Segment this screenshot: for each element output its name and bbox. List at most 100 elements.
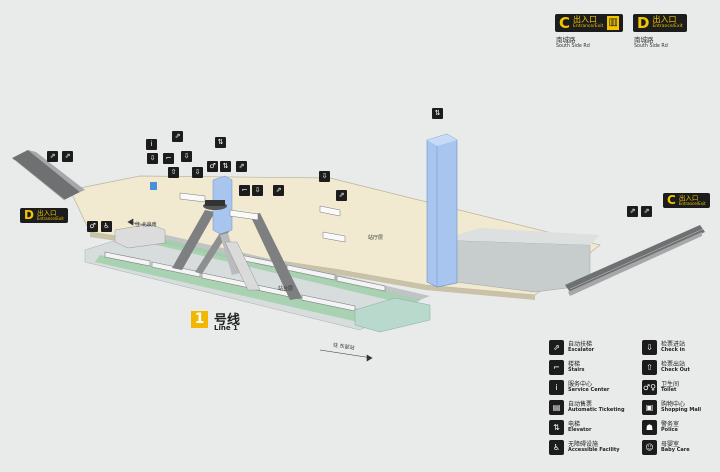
escalator-icon: ⇗ [47,151,58,162]
elevator-icon: ⇅ [220,161,231,172]
service-center-icon: i [549,380,564,395]
check-in-icon: ⇩ [181,151,192,162]
toilet-icon: ♂ [207,161,218,172]
exit-en: Entrance/Exit [678,201,706,207]
stairs-icon: ⌐ [163,153,174,164]
check-in-icon: ⇩ [147,153,158,164]
road-c: 南城路 South Side Rd [556,37,590,49]
legend-label-en: Toilet [661,387,677,394]
concourse-label: 站厅层 [368,235,384,241]
elevator-icon: ⇅ [549,420,564,435]
exit-en: Entrance/Exit [573,24,604,30]
legend-label-en: Stairs [568,367,585,374]
escalator-icon: ⇗ [273,185,284,196]
legend-label-cn: 检票进站 [661,340,686,348]
legend-label-en: Escalator [568,347,595,354]
elevator-icon: ⇅ [432,108,443,119]
legend-label-cn: 购物中心 [661,400,686,408]
legend-label-en: Police [661,427,678,434]
escalator-icon: ⇗ [62,151,73,162]
baby-care-icon: ☺ [642,440,657,455]
legend-label-cn: 卫生间 [661,380,680,388]
exit-cn: 出入口 [573,15,598,25]
service-booth [203,200,227,210]
escalator-icon: ⇗ [236,161,247,172]
legend-label-cn: 母婴室 [661,440,680,448]
train-lower [104,251,356,312]
escalator-icon: ⇗ [336,190,347,201]
road-d: 南城路 South Side Rd [634,37,668,49]
exit-letter: D [24,208,34,222]
legend-label-cn: 检票出站 [661,360,686,368]
ticketing-icon: ▤ [549,400,564,415]
check-out-icon: ⇧ [642,360,657,375]
check-in-icon: ⇩ [319,171,330,182]
direction-arrows [127,218,373,362]
ticket-gates [179,192,346,243]
service-center-icon: i [146,139,157,150]
blue-kiosk [150,182,157,190]
road-cn: 南城路 [634,36,654,44]
exit-en: Entrance/Exit [36,216,64,222]
exit-cn: 出入口 [36,208,57,217]
legend-label-en: Check in [661,347,685,354]
line-name-cn: 号线 [214,313,241,328]
escalator-icon: ⇗ [549,340,564,355]
check-out-icon: ⇧ [168,167,179,178]
legend-label-en: Automatic Ticketing [568,407,625,414]
elevator-shaft [426,133,458,288]
police-icon: ☗ [642,420,657,435]
accessible-facility-icon: ♿ [549,440,564,455]
legend-label-en: Check Out [661,367,690,374]
legend-label-cn: 自动售票 [568,400,593,408]
escalators [172,210,302,300]
legend-label-en: Service Center [568,387,610,394]
exit-cn: 出入口 [678,193,699,202]
check-in-icon: ⇩ [642,340,657,355]
left-entrance-escalator [12,150,85,202]
check-in-icon: ⇩ [252,185,263,196]
stairs-icon: ⌐ [239,185,250,196]
right-entrance-escalator [565,225,705,296]
legend-label-cn: 警务室 [661,420,680,428]
road-en: South Side Rd [556,43,590,49]
exit-en: Entrance/Exit [652,24,683,30]
legend-label-en: Accessible Facility [568,447,620,454]
legend-label-cn: 楼梯 [568,360,581,368]
line-number-badge: 1 [191,311,208,328]
escalator-icon: ⇗ [641,206,652,217]
legend-label-cn: 服务中心 [568,380,593,388]
exit-cn: 出入口 [652,15,677,25]
road-en: South Side Rd [634,43,668,49]
legend-label-en: Baby Care [661,447,690,454]
legend-label-cn: 无障碍设施 [568,440,599,448]
platform-label: 站台层 [278,286,294,292]
elevator-icon: ⇅ [215,137,226,148]
toilet-icon: ♂♀ [642,380,657,395]
